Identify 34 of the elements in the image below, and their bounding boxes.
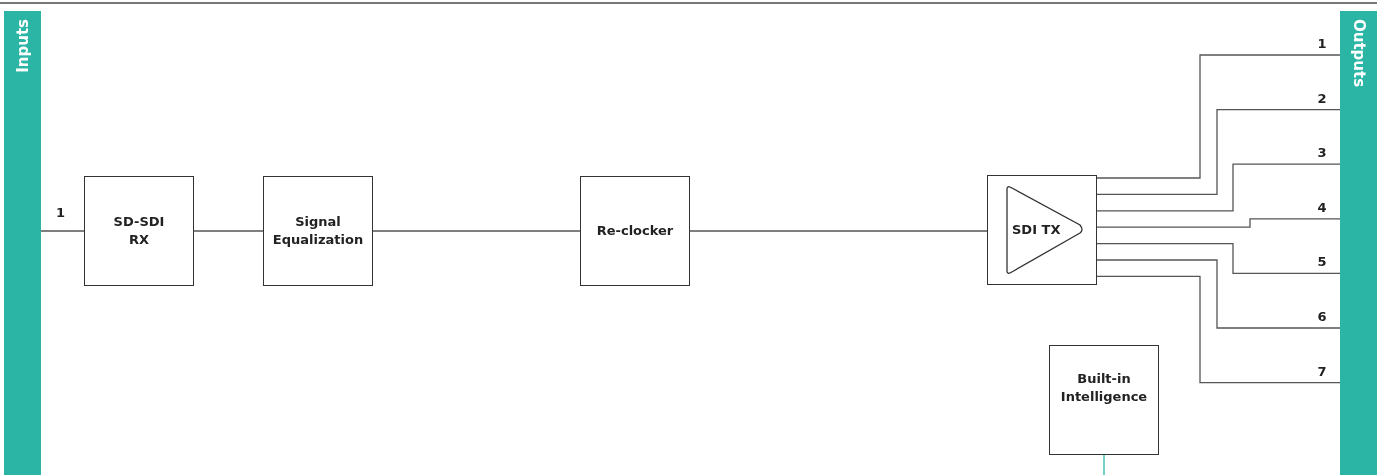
port-number: 3 <box>1317 146 1327 160</box>
port-number: 1 <box>56 206 65 219</box>
block-label: Built-in Intelligence <box>1059 370 1149 406</box>
signal-line <box>1096 163 1341 212</box>
port-number: 6 <box>1317 310 1327 323</box>
port-number: 5 <box>1317 255 1327 269</box>
signal-line <box>1103 454 1105 475</box>
block-label: SD-SDI RX <box>112 213 166 249</box>
block-label: Re-clocker <box>596 222 674 240</box>
signal-line <box>1096 108 1341 196</box>
block-label: SDI TX <box>1012 221 1061 239</box>
signal-line <box>193 230 264 232</box>
block-label: Signal Equalization <box>271 213 365 249</box>
transmitter-block <box>987 175 1097 285</box>
port-number: 1 <box>1317 37 1327 50</box>
section-band <box>4 11 41 475</box>
port-number: 2 <box>1317 91 1327 105</box>
process-block <box>84 176 194 286</box>
band-label: Outputs <box>1349 19 1368 88</box>
process-block <box>580 176 690 286</box>
signal-line <box>372 230 581 232</box>
signal-line <box>689 230 988 232</box>
process-block <box>1049 345 1159 455</box>
signal-line <box>1096 218 1341 228</box>
signal-line <box>1096 275 1341 384</box>
signal-line <box>1096 242 1341 275</box>
process-block <box>263 176 373 286</box>
signal-line <box>1096 259 1341 329</box>
section-band <box>1340 11 1377 475</box>
port-number: 7 <box>1317 364 1327 378</box>
port-number: 4 <box>1317 200 1327 214</box>
signal-line <box>40 230 85 232</box>
signal-line <box>1096 54 1341 179</box>
band-label: Inputs <box>13 19 32 73</box>
